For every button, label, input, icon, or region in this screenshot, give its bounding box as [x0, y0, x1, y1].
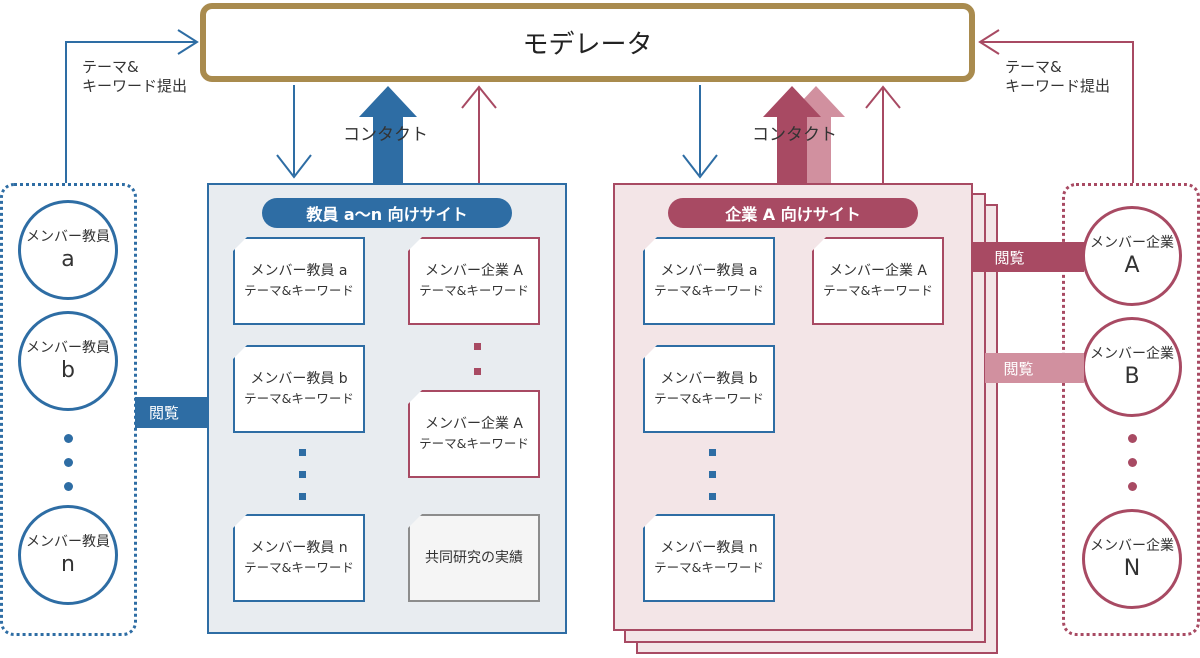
ellipsis-dot — [64, 434, 73, 443]
ellipsis-dot — [1128, 482, 1137, 491]
company-site-title: 企業 A 向けサイト — [668, 198, 918, 228]
company-site-faculty-card-b: メンバー教員 b テーマ&キーワード — [643, 345, 775, 433]
faculty-member-n: メンバー教員 n — [18, 505, 118, 605]
faculty-site-title: 教員 a〜n 向けサイト — [262, 198, 512, 228]
faculty-site-faculty-card-n: メンバー教員 n テーマ&キーワード — [233, 514, 365, 602]
ellipsis-dot — [1128, 434, 1137, 443]
faculty-site-company-card-2: メンバー企業 A テーマ&キーワード — [408, 390, 540, 478]
moderator-to-faculty-site-arrowhead — [276, 154, 312, 179]
card-title: メンバー教員 a — [250, 263, 348, 279]
member-label: メンバー企業 — [1090, 346, 1174, 362]
member-label: メンバー教員 — [26, 340, 110, 356]
company-site-company-card: メンバー企業 A テーマ&キーワード — [812, 237, 944, 325]
card-title: メンバー教員 n — [660, 540, 758, 556]
card-subtitle: テーマ&キーワード — [654, 391, 764, 406]
faculty-contact-label: コンタクト — [343, 125, 428, 145]
faculty-submit-label-line1: テーマ& — [82, 58, 139, 76]
faculty-site-faculty-card-a: メンバー教員 a テーマ&キーワード — [233, 237, 365, 325]
company-site-faculty-card-n: メンバー教員 n テーマ&キーワード — [643, 514, 775, 602]
company-a-browse-label: 閲覧 — [994, 248, 1025, 267]
card-title: 共同研究の実績 — [425, 550, 523, 566]
card-title: メンバー教員 n — [250, 540, 348, 556]
joint-research-results-card: 共同研究の実績 — [408, 514, 540, 602]
card-title: メンバー企業 A — [828, 263, 928, 279]
ellipsis-dot — [299, 493, 306, 500]
ellipsis-dot — [1128, 458, 1137, 467]
company-submit-line — [981, 41, 1134, 183]
company-member-n: メンバー企業 N — [1082, 509, 1182, 609]
company-submit-label-line2: キーワード提出 — [1005, 77, 1111, 95]
ellipsis-dot — [709, 471, 716, 478]
card-subtitle: テーマ&キーワード — [419, 283, 529, 298]
ellipsis-dot — [474, 343, 481, 350]
member-label: メンバー教員 — [26, 534, 110, 550]
card-title: メンバー企業 A — [424, 263, 524, 279]
company-site-faculty-card-a: メンバー教員 a テーマ&キーワード — [643, 237, 775, 325]
faculty-browse-connector: 閲覧 — [135, 397, 209, 428]
card-subtitle: テーマ&キーワード — [244, 283, 354, 298]
card-subtitle: テーマ&キーワード — [419, 436, 529, 451]
member-id: N — [1123, 556, 1141, 581]
card-subtitle: テーマ&キーワード — [244, 560, 354, 575]
company-submit-label-line1: テーマ& — [1005, 58, 1062, 76]
faculty-contact-arrow — [359, 86, 417, 183]
member-id: a — [61, 247, 75, 272]
ellipsis-dot — [709, 493, 716, 500]
company-a-browse-connector: 閲覧 — [973, 242, 1084, 272]
member-id: b — [61, 358, 75, 383]
member-id: B — [1124, 364, 1140, 389]
member-id: A — [1124, 253, 1140, 278]
moderator-label: モデレータ — [522, 30, 653, 60]
company-b-browse-label: 閲覧 — [1003, 359, 1034, 378]
member-label: メンバー企業 — [1090, 538, 1174, 554]
card-title: メンバー教員 b — [250, 371, 348, 387]
member-id: n — [61, 552, 75, 577]
card-subtitle: テーマ&キーワード — [654, 560, 764, 575]
ellipsis-dot — [299, 471, 306, 478]
card-title: メンバー教員 b — [660, 371, 758, 387]
faculty-member-a: メンバー教員 a — [18, 200, 118, 300]
card-subtitle: テーマ&キーワード — [654, 283, 764, 298]
ellipsis-dot — [709, 449, 716, 456]
faculty-site-faculty-card-b: メンバー教員 b テーマ&キーワード — [233, 345, 365, 433]
faculty-submit-line — [65, 41, 196, 183]
faculty-submit-label: テーマ& キーワード提出 — [82, 58, 187, 96]
card-subtitle: テーマ&キーワード — [823, 283, 933, 298]
faculty-submit-arrowhead — [177, 29, 199, 55]
faculty-site-to-moderator-arrowhead — [461, 85, 497, 109]
company-b-browse-connector: 閲覧 — [985, 353, 1084, 383]
company-member-b: メンバー企業 B — [1082, 317, 1182, 417]
company-submit-arrowhead — [978, 29, 1000, 55]
ellipsis-dot — [474, 368, 481, 375]
company-contact-arrow — [763, 86, 821, 183]
member-label: メンバー教員 — [26, 229, 110, 245]
company-members-group — [1062, 183, 1200, 636]
moderator-box: モデレータ — [200, 3, 975, 82]
card-title: メンバー企業 A — [424, 416, 524, 432]
member-label: メンバー企業 — [1090, 235, 1174, 251]
ellipsis-dot — [64, 482, 73, 491]
faculty-submit-label-line2: キーワード提出 — [82, 77, 188, 95]
company-member-a: メンバー企業 A — [1082, 206, 1182, 306]
company-submit-label: テーマ& キーワード提出 — [1005, 58, 1110, 96]
faculty-browse-label: 閲覧 — [148, 404, 179, 422]
faculty-site-company-card-1: メンバー企業 A テーマ&キーワード — [408, 237, 540, 325]
company-site-to-moderator-arrowhead — [865, 85, 901, 109]
card-subtitle: テーマ&キーワード — [244, 391, 354, 406]
card-title: メンバー教員 a — [660, 263, 758, 279]
ellipsis-dot — [299, 449, 306, 456]
company-contact-label: コンタクト — [752, 125, 837, 145]
moderator-to-company-site-arrowhead — [682, 154, 718, 179]
faculty-member-b: メンバー教員 b — [18, 311, 118, 411]
ellipsis-dot — [64, 458, 73, 467]
